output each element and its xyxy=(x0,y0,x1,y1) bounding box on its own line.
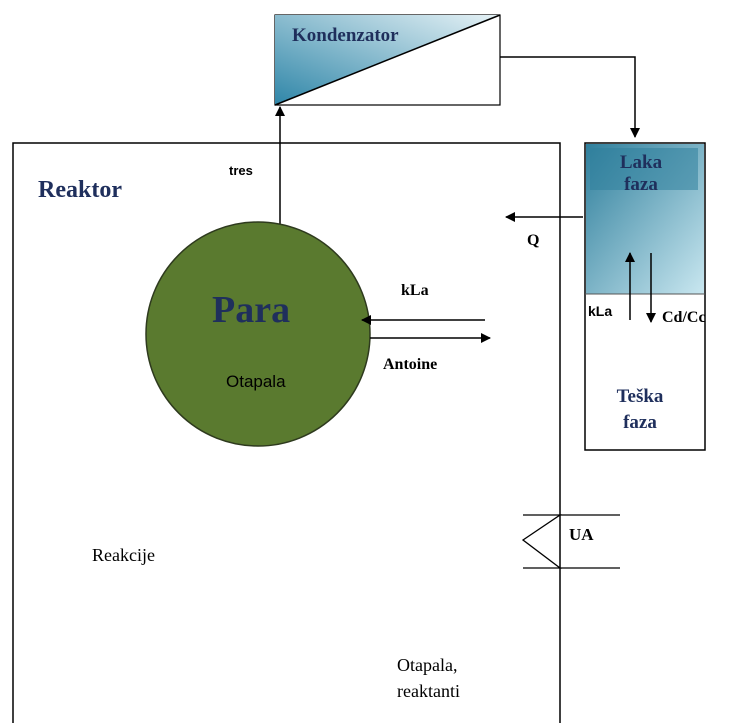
vapor-solvents-label: Otapala xyxy=(226,372,286,391)
reactor-label: Reaktor xyxy=(38,177,122,203)
separator-kla-label: kLa xyxy=(588,303,613,319)
condensate-arrow xyxy=(500,56,640,138)
heavy-phase-line2: faza xyxy=(623,412,657,433)
heavy-phase-line1: Teška xyxy=(616,386,664,407)
heat-q-label: Q xyxy=(527,232,540,249)
condenser-label: Kondenzator xyxy=(292,25,399,46)
condenser-diagonal xyxy=(274,14,501,106)
kla-label: kLa xyxy=(401,282,429,299)
light-phase-line1: Laka xyxy=(619,152,663,173)
liquid-line1: Otapala, xyxy=(397,655,458,675)
ua-label: UA xyxy=(569,525,594,544)
vapor-bubble xyxy=(145,221,371,447)
liquid-line2: reaktanti xyxy=(397,681,460,701)
reactor-vessel xyxy=(12,142,561,723)
liquid-contents-label: Otapala, reaktanti xyxy=(397,652,460,704)
light-phase-line2: faza xyxy=(624,174,658,195)
residence-time-label: tres xyxy=(229,163,253,178)
reactions-label: Reakcije xyxy=(92,545,155,565)
distribution-coefficient-label: Cd/Cc xyxy=(662,309,706,326)
light-phase-label: Laka faza xyxy=(598,152,684,196)
phase-separator xyxy=(584,142,706,451)
antoine-label: Antoine xyxy=(383,356,438,373)
heavy-phase-label: Teška faza xyxy=(600,384,680,436)
vapor-label: Para xyxy=(212,289,291,331)
ua-jacket-left xyxy=(521,514,563,569)
condenser xyxy=(274,14,501,106)
light-phase-highlight xyxy=(590,148,698,190)
